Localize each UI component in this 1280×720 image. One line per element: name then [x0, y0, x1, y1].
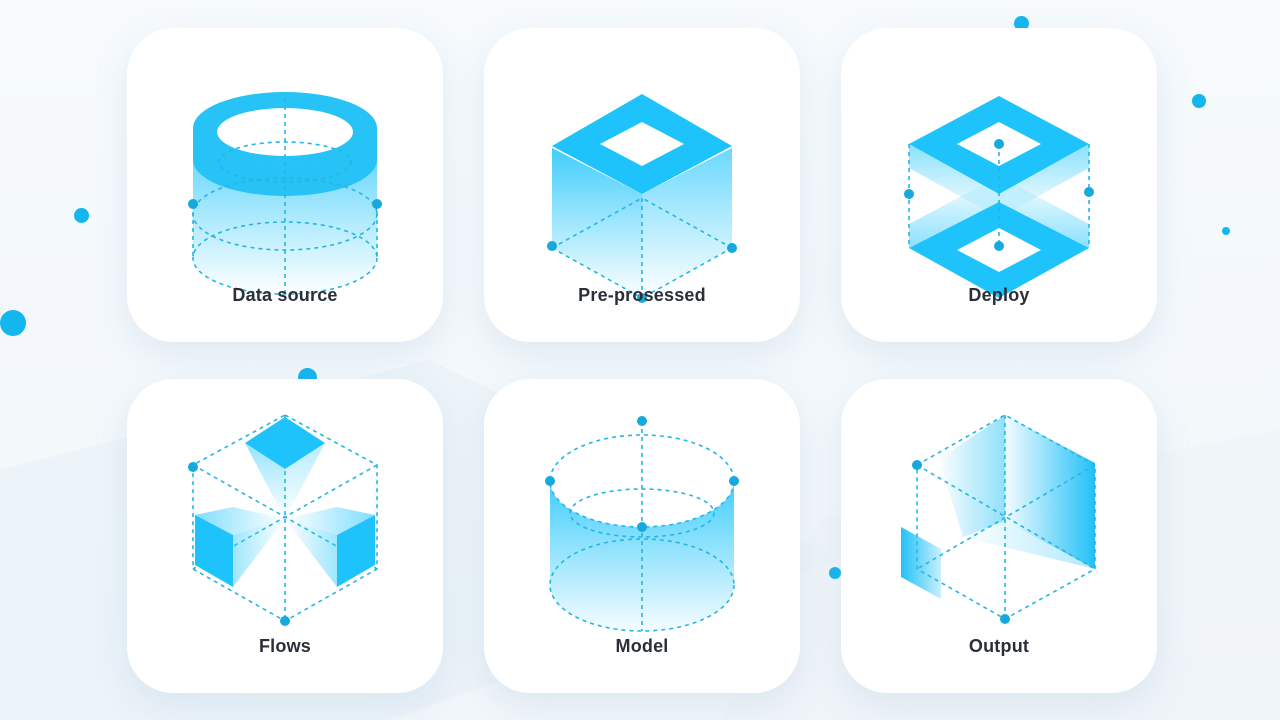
card-label: Deploy: [968, 285, 1030, 305]
decor-dot: [1192, 94, 1206, 108]
decor-dot: [74, 208, 89, 223]
card-pre-prosessed[interactable]: Pre-prosessed: [484, 28, 800, 342]
decor-dot: [1222, 227, 1230, 235]
card-label: Pre-prosessed: [578, 285, 706, 305]
open-cylinder-icon: [545, 416, 739, 632]
card-output[interactable]: Output: [841, 379, 1157, 693]
card-deploy[interactable]: Deploy: [841, 28, 1157, 342]
hex-frame-icon: [547, 94, 737, 303]
decor-dot: [829, 567, 841, 579]
decor-dot: [1014, 16, 1029, 31]
cylinder-ring-icon: [188, 92, 382, 296]
card-model[interactable]: Model: [484, 379, 800, 693]
card-label: Data source: [232, 285, 338, 305]
card-label: Model: [615, 636, 669, 656]
card-data-source[interactable]: Data source: [127, 28, 443, 342]
card-label: Output: [968, 636, 1030, 656]
card-flows[interactable]: Flows: [127, 379, 443, 693]
projected-panel-icon: [901, 414, 1096, 624]
decor-dot: [0, 310, 26, 336]
stacked-diamonds-icon: [904, 96, 1094, 298]
exploded-cube-icon: [188, 414, 378, 626]
card-label: Flows: [258, 636, 311, 656]
